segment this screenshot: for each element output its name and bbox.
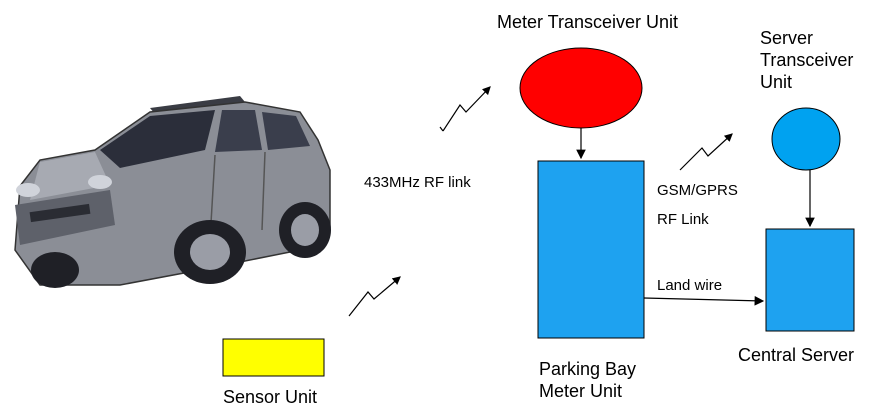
server-transceiver-label-line1: Server bbox=[760, 28, 814, 48]
server-transceiver-label-line2: Transceiver bbox=[760, 50, 854, 70]
sensor-unit-label: Sensor Unit bbox=[223, 387, 318, 407]
parking-bay-meter-box bbox=[537, 160, 645, 339]
gsm-gprs-label: GSM/GPRS bbox=[657, 182, 738, 199]
central-server-box bbox=[765, 228, 855, 332]
arrow-land-wire bbox=[643, 295, 765, 306]
parking-bay-label-line1: Parking Bay bbox=[539, 359, 637, 379]
central-server-label: Central Server bbox=[738, 345, 855, 365]
sensor-unit-box bbox=[222, 338, 325, 377]
lightning-link-icon bbox=[348, 276, 401, 317]
suv-car-icon bbox=[14, 96, 331, 288]
car-windshield bbox=[100, 110, 215, 168]
server-transceiver-node bbox=[771, 107, 841, 171]
meter-transceiver-node bbox=[519, 47, 643, 129]
server-transceiver-label-line3: Unit bbox=[760, 72, 793, 92]
rf-link-label: RF Link bbox=[657, 211, 709, 228]
parking-bay-label-line2: Meter Unit bbox=[539, 381, 623, 401]
lightning-link-icon bbox=[439, 86, 491, 132]
land-wire-label: Land wire bbox=[657, 277, 723, 294]
lightning-link-icon bbox=[679, 133, 733, 171]
meter-transceiver-label: Meter Transceiver Unit bbox=[497, 12, 679, 32]
rf-link-433-label: 433MHz RF link bbox=[364, 174, 471, 191]
